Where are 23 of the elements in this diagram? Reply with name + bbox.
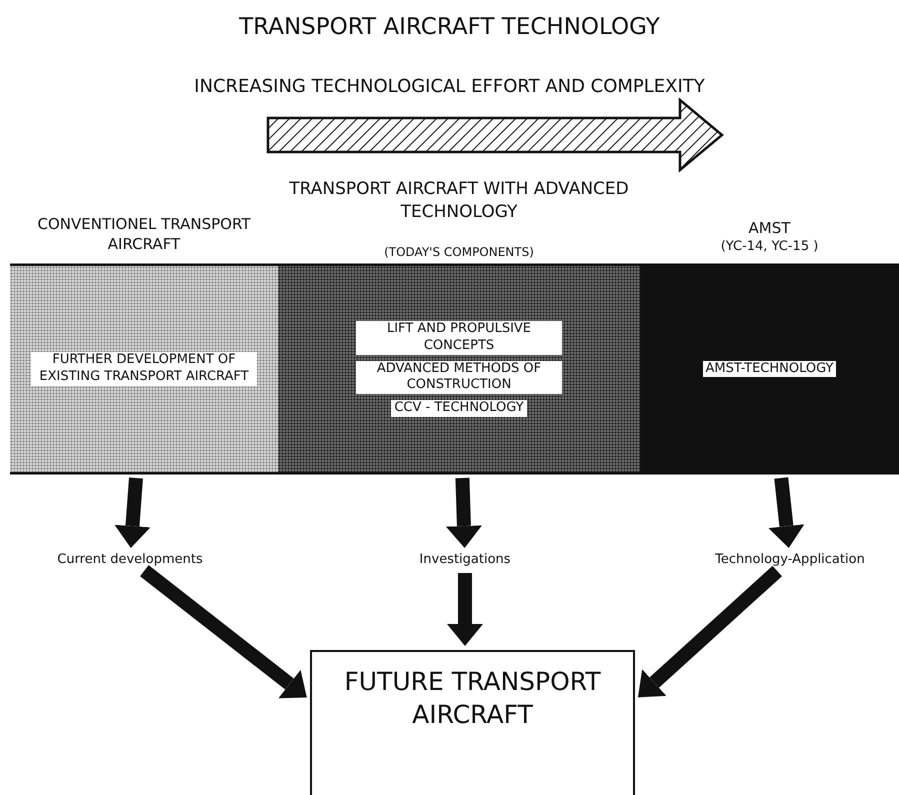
column-heading: TRANSPORT AIRCRAFT WITH ADVANCED TECHNOLOGY	[288, 178, 630, 224]
column-heading: (TODAY'S COMPONENTS)	[383, 244, 535, 260]
block-arrow	[140, 565, 307, 698]
block-arrow	[447, 573, 483, 646]
result-box	[310, 650, 635, 795]
box-title: FUTURE TRANSPORT AIRCRAFT	[343, 666, 602, 730]
item-label: CCV - TECHNOLOGY	[391, 400, 527, 418]
diagram-title: TRANSPORT AIRCRAFT TECHNOLOGY	[238, 14, 661, 40]
column-heading: (YC-14, YC-15 )	[720, 238, 820, 256]
item-label: FURTHER DEVELOPMENT OF EXISTING TRANSPORT AIRCRAFT	[31, 352, 257, 386]
outcome-label: Investigations	[419, 552, 511, 567]
block-arrow	[114, 477, 150, 548]
outcome-label: Technology-Application	[715, 552, 865, 567]
direction-label: INCREASING TECHNOLOGICAL EFFORT AND COMPLEXITY	[193, 76, 706, 97]
item-label: AMST-TECHNOLOGY	[702, 360, 836, 378]
column-heading: AMST	[748, 218, 792, 238]
column-heading: CONVENTIONEL TRANSPORT AIRCRAFT	[36, 214, 252, 254]
outcome-label: Current developments	[57, 552, 203, 567]
item-label: LIFT AND PROPULSIVE CONCEPTS	[356, 320, 562, 355]
block-arrow	[768, 477, 804, 548]
block-arrow	[446, 478, 482, 548]
item-label: ADVANCED METHODS OF CONSTRUCTION	[356, 360, 562, 394]
block-arrow	[638, 566, 782, 698]
